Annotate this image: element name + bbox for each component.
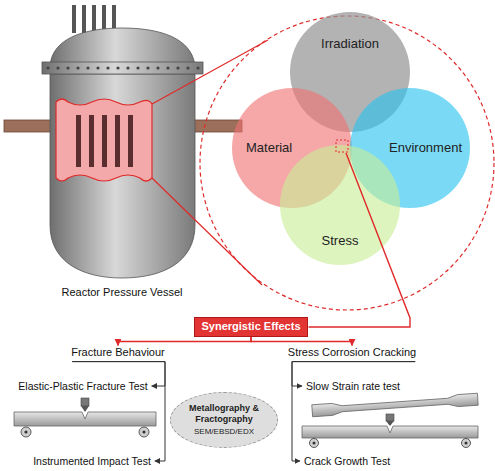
node-text: Material [246,140,292,156]
caption-label: Reactor Pressure Vessel [61,286,182,299]
tensile-specimen [312,393,478,417]
inset-panel [56,99,152,181]
focus-square [336,140,348,152]
connector-arrow [251,337,352,346]
test-label: Crack Growth Test [303,455,391,468]
node-text: Instrumented Impact Test [33,455,151,468]
test-label: Elastic-Plastic Fracture Test [17,380,148,393]
effect-box: Synergistic Effects [194,317,307,336]
method-ellipse: Metallography & FractographySEM/EBSD/EDX [170,392,278,448]
leader-line [309,153,410,327]
vessel-flange [42,62,203,74]
connector-arrow [118,337,251,346]
node-text: Elastic-Plastic Fracture Test [18,380,147,393]
node-text: Slow Strain rate test [306,380,400,393]
crack-growth-specimen [302,414,478,448]
test-label: Instrumented Impact Test [32,455,152,468]
node-text: Synergistic Effects [201,320,300,333]
node-text: Irradiation [321,36,379,52]
node-text: Stress Corrosion Cracking [288,346,416,359]
node-text: SEM/EBSD/EDX [194,427,254,437]
test-label: Slow Strain rate test [305,380,401,393]
branch-heading: Fracture Behaviour [70,346,166,359]
connector-arrow [72,362,165,461]
bend-specimen [14,398,156,437]
zoom-line [152,40,268,104]
vessel-body [50,74,195,278]
vessel-head [50,28,195,66]
connector-arrow [292,362,415,461]
node-text: Metallography & Fractography [182,403,266,425]
node-text: Fracture Behaviour [71,346,165,359]
node-text: Environment [389,140,462,156]
node-text: Crack Growth Test [304,455,390,468]
flange-bolts [46,66,199,69]
branch-heading: Stress Corrosion Cracking [287,346,417,359]
node-text: Stress [322,233,359,249]
panel-slots [76,115,133,167]
